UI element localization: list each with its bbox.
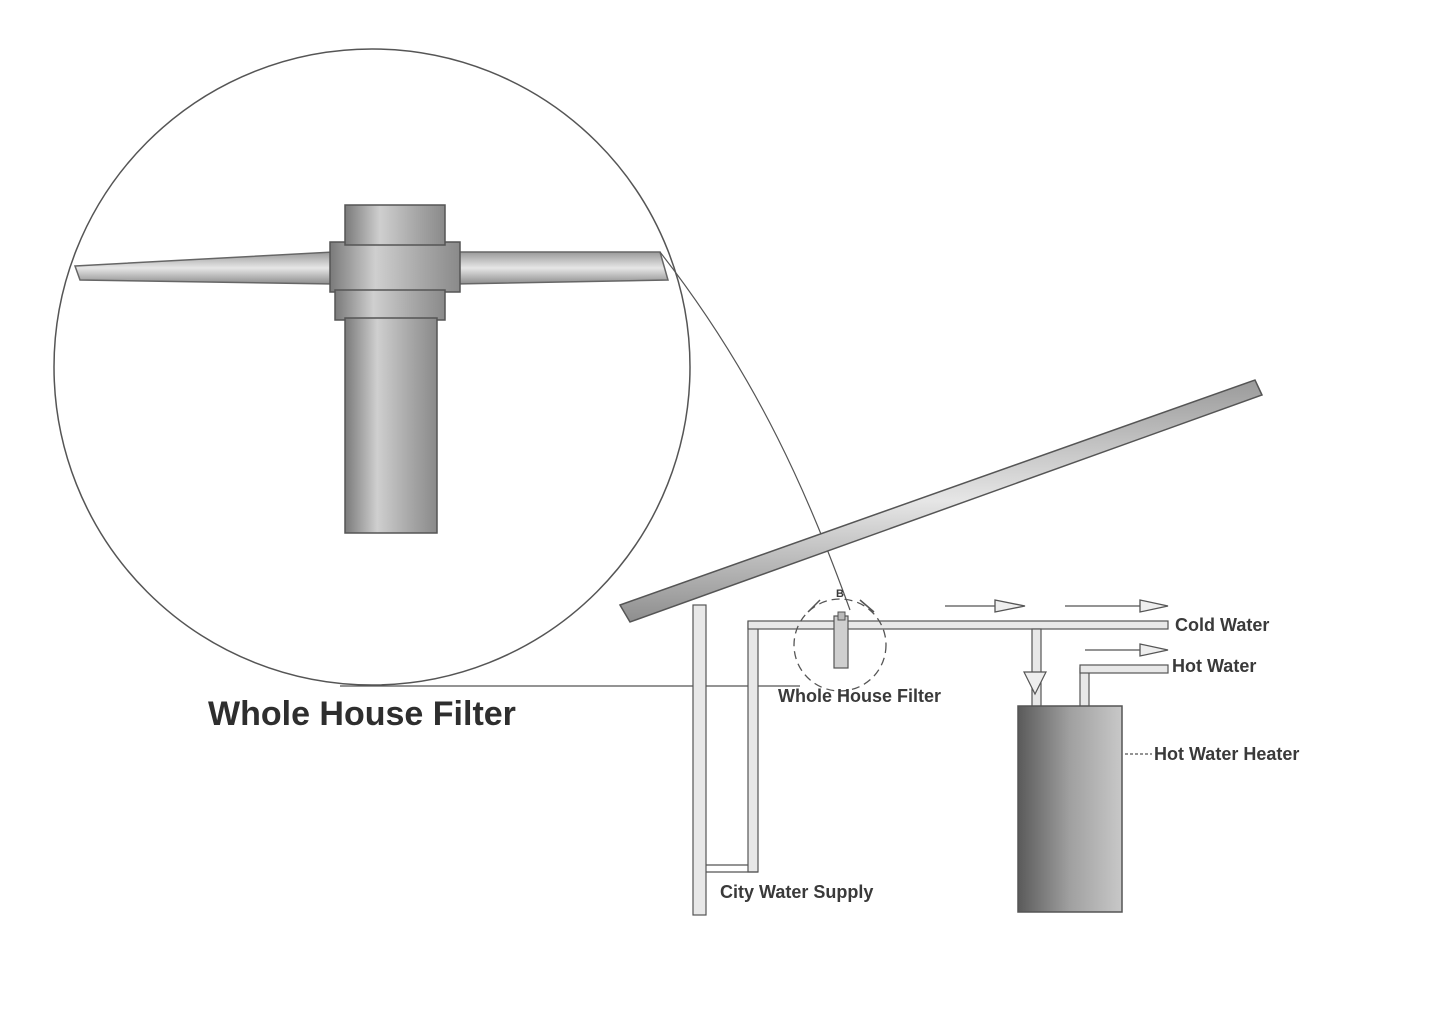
magnified-title: Whole House Filter	[208, 695, 516, 733]
magnified-pipe	[73, 251, 669, 285]
cold-water-label: Cold Water	[1175, 615, 1269, 635]
hot-water-outlet-pipe	[1079, 664, 1169, 709]
city-supply-pipes	[692, 604, 759, 916]
magnifier-circle	[53, 48, 691, 686]
magnified-filter-housing	[329, 204, 461, 534]
roof-beam	[618, 379, 1264, 623]
hot-water-label: Hot Water	[1172, 656, 1256, 676]
city-water-supply-label: City Water Supply	[720, 882, 873, 902]
main-supply-pipe	[747, 620, 1169, 630]
cold-flow-arrows	[945, 599, 1169, 613]
filter-label: Whole House Filter	[778, 686, 941, 706]
hot-flow-arrow	[1085, 643, 1169, 657]
heater-inlet-pipe	[1023, 628, 1047, 710]
detail-marker: B	[836, 588, 844, 600]
callout-circle	[793, 598, 887, 692]
hot-water-heater-tank	[1017, 705, 1123, 913]
magnified-detail: Whole House Filter	[53, 48, 691, 733]
small-filter-body	[833, 615, 849, 669]
filter-callout: B	[793, 588, 887, 692]
hot-water-heater-label: Hot Water Heater	[1154, 744, 1299, 764]
magnifier-leader-lines	[340, 251, 851, 687]
